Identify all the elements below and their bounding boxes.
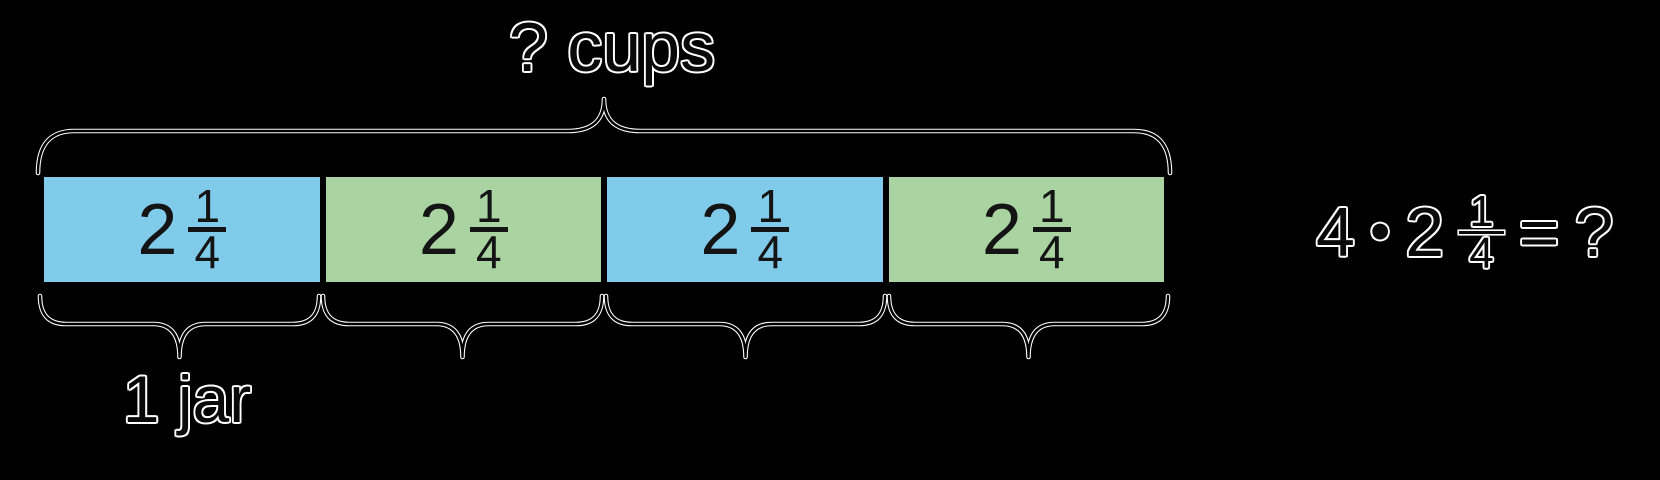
tape-segment: 2 1 4 [607, 177, 883, 282]
fraction-numerator: 1 [475, 180, 502, 232]
fraction-numerator: 1 [1469, 186, 1494, 236]
fraction-denominator: 4 [1038, 226, 1065, 278]
jar-label: 1 jar [122, 362, 252, 436]
segment-fraction: 1 4 [751, 180, 790, 278]
segment-whole-number: 2 [981, 189, 1022, 270]
fraction-denominator: 4 [757, 226, 784, 278]
fraction-bar [1459, 230, 1504, 234]
multiplication-dot-icon: • [1369, 199, 1391, 264]
tape-segment: 2 1 4 [44, 177, 320, 282]
jar-brace-4 [886, 293, 1171, 360]
equation-fraction: 1 4 [1459, 186, 1504, 278]
equation-result: ? [1574, 193, 1614, 271]
fraction-bar [751, 227, 790, 232]
equation: 4 • 2 1 4 = ? [1316, 176, 1614, 288]
fraction-denominator: 4 [194, 226, 221, 278]
tape-row: 2 1 4 2 1 4 2 1 4 2 [38, 170, 1170, 287]
jar-brace-1 [37, 293, 322, 360]
fraction-numerator: 1 [194, 180, 221, 232]
segment-whole-number: 2 [418, 189, 459, 270]
total-cups-label: ? cups [508, 8, 716, 86]
segment-whole-number: 2 [700, 189, 741, 270]
equation-factor: 4 [1316, 193, 1355, 271]
total-brace [35, 96, 1173, 176]
equals-sign: = [1518, 193, 1560, 271]
fraction-bar [469, 227, 508, 232]
tape-segment: 2 1 4 [325, 177, 601, 282]
fraction-bar [188, 227, 227, 232]
segment-whole-number: 2 [137, 189, 178, 270]
jar-brace-3 [603, 293, 888, 360]
fraction-denominator: 4 [475, 226, 502, 278]
tape-segment: 2 1 4 [888, 177, 1164, 282]
equation-mixed-whole: 2 [1405, 193, 1445, 271]
jar-brace-2 [320, 293, 605, 360]
segment-fraction: 1 4 [1032, 180, 1071, 278]
segment-fraction: 1 4 [188, 180, 227, 278]
fraction-numerator: 1 [757, 180, 784, 232]
fraction-denominator: 4 [1469, 228, 1494, 278]
fraction-numerator: 1 [1038, 180, 1065, 232]
fraction-bar [1032, 227, 1071, 232]
segment-fraction: 1 4 [469, 180, 508, 278]
